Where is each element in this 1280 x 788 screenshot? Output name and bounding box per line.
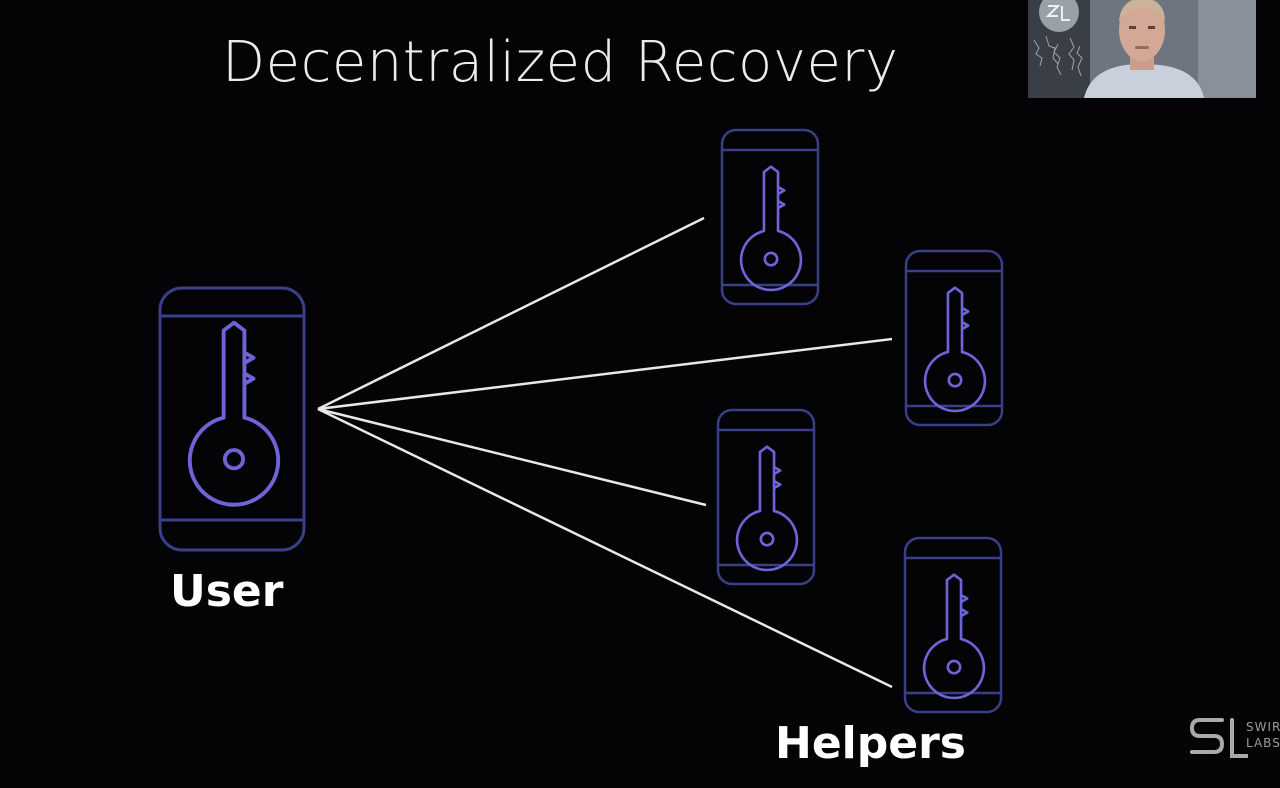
connector-line [317,407,893,689]
user-phone-icon [158,286,306,552]
user-label: User [170,566,284,617]
connector-line [317,407,707,507]
swirl-labs-logo-mark [1189,718,1250,758]
connector-line [317,216,705,411]
connector-lines [317,216,893,689]
helper-phone-icon [903,536,1003,714]
slide-title: Decentralized Recovery [222,30,899,95]
helper-phone-icon [720,128,820,306]
webcam-video [1028,0,1256,98]
helper-phone-icon [904,249,1004,427]
key-icon [187,320,281,507]
key-icon [922,573,986,700]
helper-phone-icon [716,408,816,586]
key-icon [735,445,799,572]
helpers-label: Helpers [775,718,966,769]
key-icon [923,286,987,413]
connector-line [317,337,893,411]
logo-text-labs: LABS [1246,736,1280,750]
key-icon [739,165,803,292]
